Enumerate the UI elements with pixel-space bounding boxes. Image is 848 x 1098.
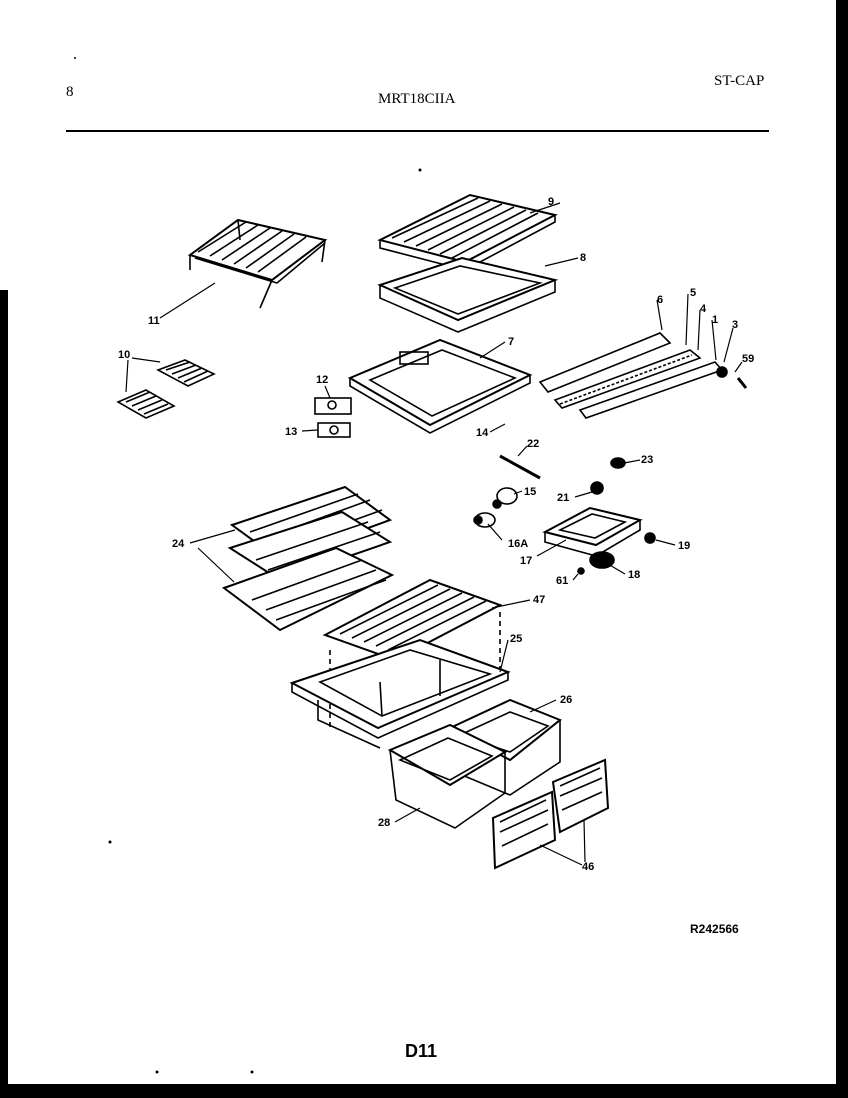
callout-18: 18 (628, 569, 640, 581)
callout-13: 13 (285, 426, 297, 438)
callout-24: 24 (172, 538, 185, 550)
divider-panel (347, 338, 533, 434)
scan-border-right (836, 0, 848, 1098)
header-rule (66, 130, 769, 132)
callout-4: 4 (700, 303, 707, 315)
callout-21: 21 (557, 492, 569, 504)
callout-26: 26 (560, 694, 572, 706)
callout-59: 59 (742, 353, 754, 365)
leader-lines (125, 202, 743, 866)
rail-assemblies (538, 332, 748, 419)
callout-1: 1 (712, 314, 718, 326)
crisper-covers (221, 485, 395, 632)
callout-19: 19 (678, 540, 690, 552)
callout-9: 9 (548, 196, 554, 208)
callout-14: 14 (476, 427, 489, 439)
scan-border-left (0, 290, 8, 1090)
callout-16a: 16A (508, 538, 528, 550)
callout-22: 22 (527, 438, 539, 450)
section-code: ST-CAP (714, 73, 765, 89)
scan-border-bottom (0, 1084, 848, 1098)
crisper-frame (289, 638, 511, 749)
callout-11: 11 (148, 315, 160, 327)
callout-46: 46 (582, 861, 594, 873)
small-brackets (314, 397, 352, 438)
freezer-wire-shelf (187, 218, 328, 309)
page-label: D11 (405, 1041, 438, 1061)
callout-labels: 9 8 11 7 6 5 4 1 3 59 10 12 13 14 22 23 … (118, 196, 754, 873)
scan-specks (74, 57, 422, 1074)
callout-23: 23 (641, 454, 653, 466)
callout-12: 12 (316, 374, 328, 386)
callout-28: 28 (378, 817, 390, 829)
page-number: 8 (66, 84, 74, 100)
callout-8: 8 (580, 252, 586, 264)
shelf-tray (377, 256, 559, 333)
control-components (473, 454, 656, 575)
callout-61: 61 (556, 575, 568, 587)
model-number: MRT18CIIA (378, 91, 456, 107)
callout-5: 5 (690, 287, 696, 299)
callout-47: 47 (533, 594, 545, 606)
callout-10: 10 (118, 349, 130, 361)
drawing-number: R242566 (690, 922, 739, 936)
callout-6: 6 (657, 294, 663, 306)
callout-15: 15 (524, 486, 536, 498)
callout-17: 17 (520, 555, 532, 567)
callout-7: 7 (508, 336, 514, 348)
callout-3: 3 (732, 319, 738, 331)
callout-25: 25 (510, 633, 522, 645)
crisper-drawers (387, 698, 562, 829)
drawer-fronts (491, 758, 610, 870)
vent-grilles (116, 359, 216, 419)
